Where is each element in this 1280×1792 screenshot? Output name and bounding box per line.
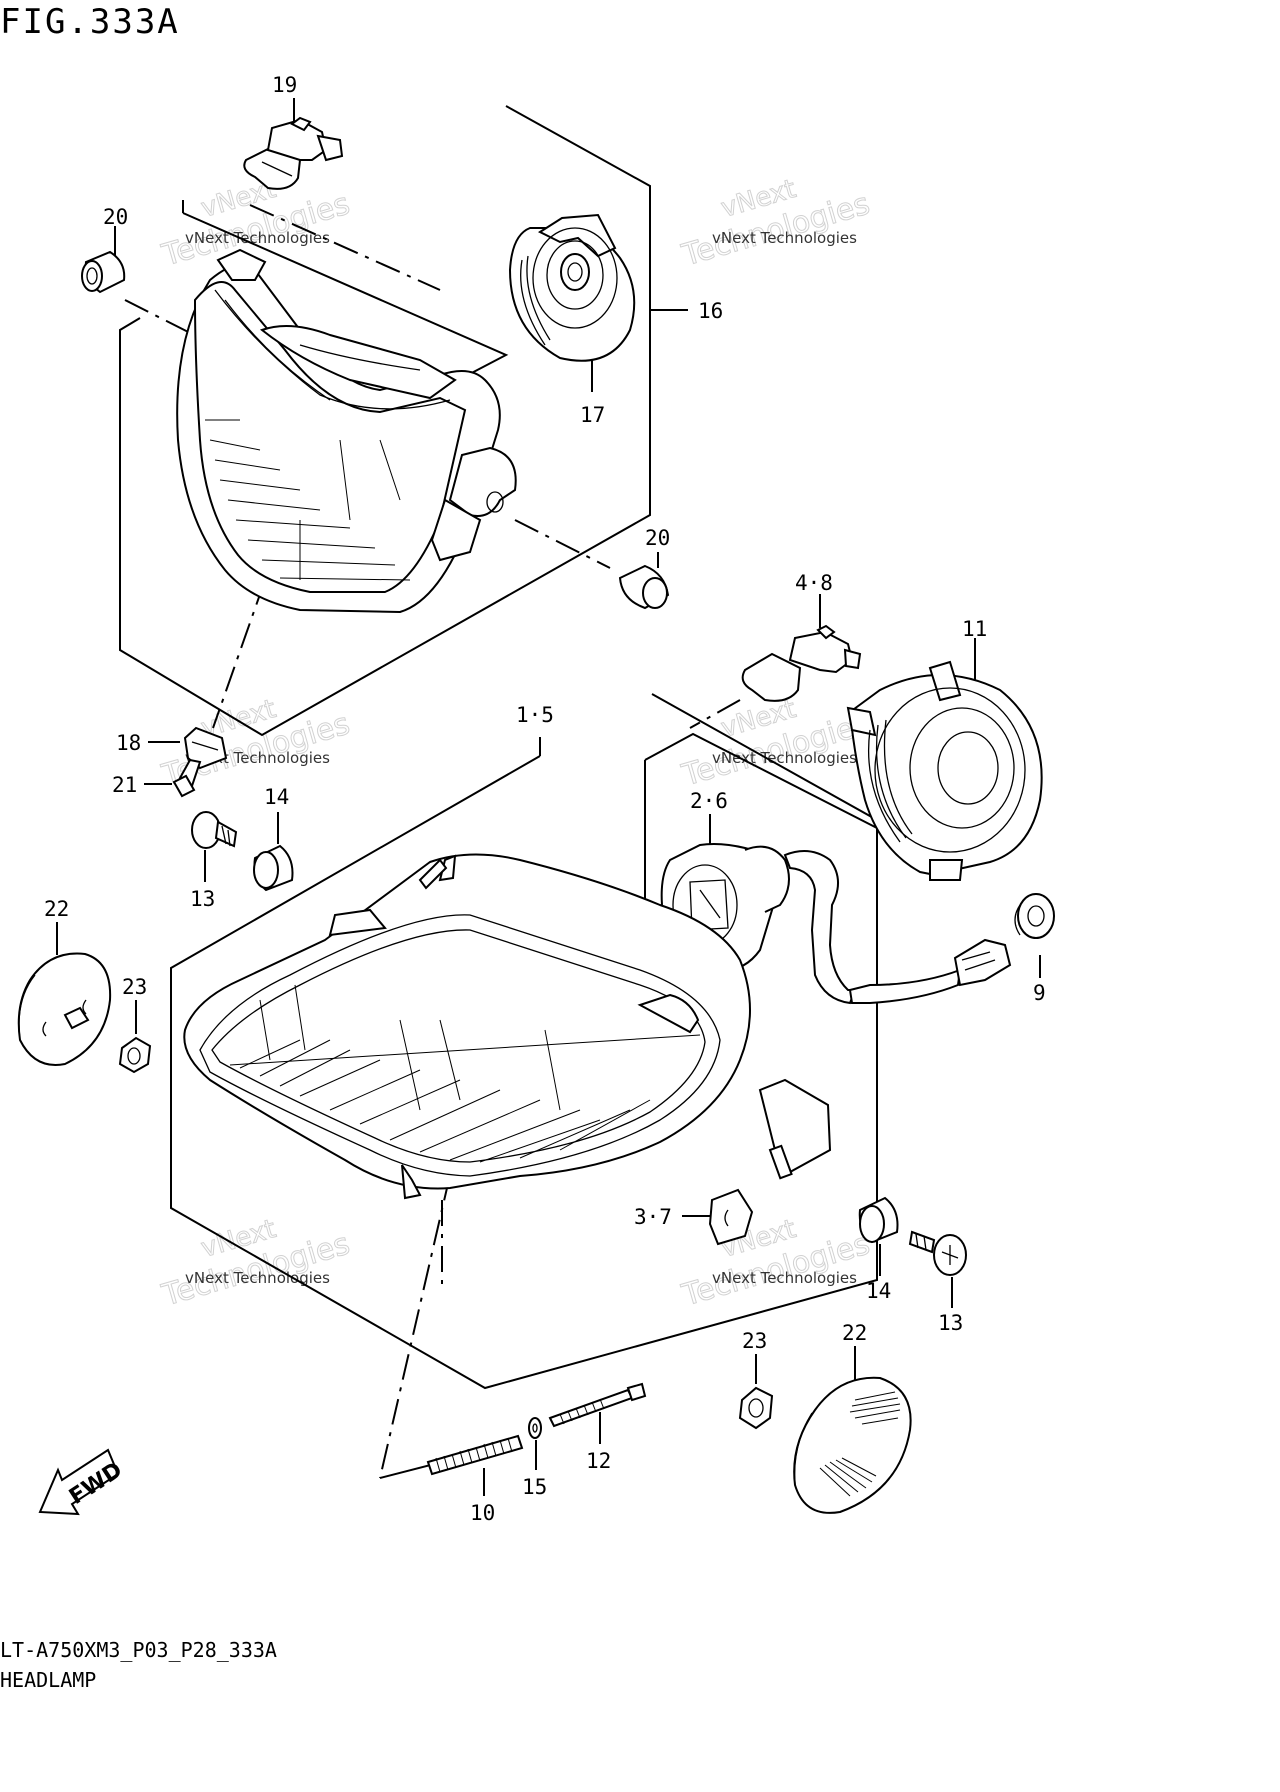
callout-11: 11 xyxy=(962,617,987,641)
callout-13: 13 xyxy=(190,887,215,911)
callout-13b: 13 xyxy=(938,1311,963,1335)
callout-19: 19 xyxy=(272,73,297,97)
clip-18 xyxy=(148,726,228,770)
watermark-caption: vNext Technologies xyxy=(712,1269,857,1287)
thread xyxy=(559,1398,605,1425)
callout-1-5: 1·5 xyxy=(516,703,554,727)
callout-14: 14 xyxy=(264,785,289,809)
grommet-14-left xyxy=(253,812,294,892)
lens-hatching xyxy=(205,419,411,581)
screw-21 xyxy=(144,758,202,798)
watermark: vNext Technologies xyxy=(157,694,354,794)
model-code: LT-A750XM3_P03_P28_333A xyxy=(0,1638,277,1662)
adjuster-screw-12 xyxy=(548,1382,647,1444)
callout-12: 12 xyxy=(586,1449,611,1473)
callout-22: 22 xyxy=(44,897,69,921)
lower-sub-frame xyxy=(644,732,878,829)
watermark-caption: vNext Technologies xyxy=(712,229,857,247)
callout-3-7: 3·7 xyxy=(634,1205,672,1229)
centerline xyxy=(379,1174,451,1479)
grommet-20-upper xyxy=(81,226,126,294)
screw-13-right xyxy=(908,1230,967,1308)
callout-4-8: 4·8 xyxy=(795,571,833,595)
headlamp-bulb-19 xyxy=(243,98,344,190)
watermark: vNext Technologies xyxy=(677,1214,874,1314)
watermark-caption: vNext Technologies xyxy=(712,749,857,767)
callout-21: 21 xyxy=(112,773,137,797)
forward-arrow-icon: FWD xyxy=(38,1448,127,1516)
headlamp-bulb-4-8 xyxy=(741,594,862,702)
callout-14b: 14 xyxy=(866,1279,891,1303)
socket-detail xyxy=(699,889,721,919)
callout-15: 15 xyxy=(522,1475,547,1499)
grommet-14-right xyxy=(858,1196,899,1276)
callout-22b: 22 xyxy=(842,1321,867,1345)
lower-headlamp-housing xyxy=(183,853,832,1200)
coil xyxy=(435,1437,513,1473)
callout-20: 20 xyxy=(103,205,128,229)
part-name: HEADLAMP xyxy=(0,1668,97,1692)
callout-labels: 19 20 16 17 20 4·8 11 1·5 18 21 14 2·6 1… xyxy=(44,73,1046,1525)
callout-23: 23 xyxy=(122,975,147,999)
watermark: vNext Technologies xyxy=(677,174,874,274)
spring-10 xyxy=(426,1434,524,1496)
lens-hatching-lower xyxy=(229,984,701,1163)
nut-23-left xyxy=(118,1000,152,1074)
upper-headlamp-housing xyxy=(176,248,517,614)
bulb-detail xyxy=(261,161,293,177)
reflector-22-left xyxy=(17,922,112,1066)
callout-10: 10 xyxy=(470,1501,495,1525)
figure-title: FIG.333A xyxy=(0,2,180,42)
callout-20b: 20 xyxy=(645,526,670,550)
grommet-9 xyxy=(1014,893,1055,939)
nut-23-right xyxy=(738,1354,774,1430)
centerline xyxy=(514,519,611,569)
watermark-caption: vNext Technologies xyxy=(185,1269,330,1287)
clip-3-7 xyxy=(682,1188,754,1246)
callout-23b: 23 xyxy=(742,1329,767,1353)
reflector-pattern xyxy=(819,1391,901,1497)
callout-9: 9 xyxy=(1033,981,1046,1005)
callout-2-6: 2·6 xyxy=(690,789,728,813)
callout-17: 17 xyxy=(580,403,605,427)
grommet-20-right xyxy=(618,552,670,610)
screw-13-left xyxy=(191,811,238,882)
centerline xyxy=(249,204,441,291)
centerline xyxy=(689,699,741,729)
upper-assembly-frame xyxy=(119,105,651,737)
callout-16: 16 xyxy=(698,299,723,323)
reflector-22-right xyxy=(793,1346,912,1514)
watermark-caption: vNext Technologies xyxy=(185,229,330,247)
headlamp-cover-11 xyxy=(846,638,1043,881)
headlamp-socket-cover-16 xyxy=(508,213,636,392)
washer-15 xyxy=(528,1417,542,1470)
callout-18: 18 xyxy=(116,731,141,755)
